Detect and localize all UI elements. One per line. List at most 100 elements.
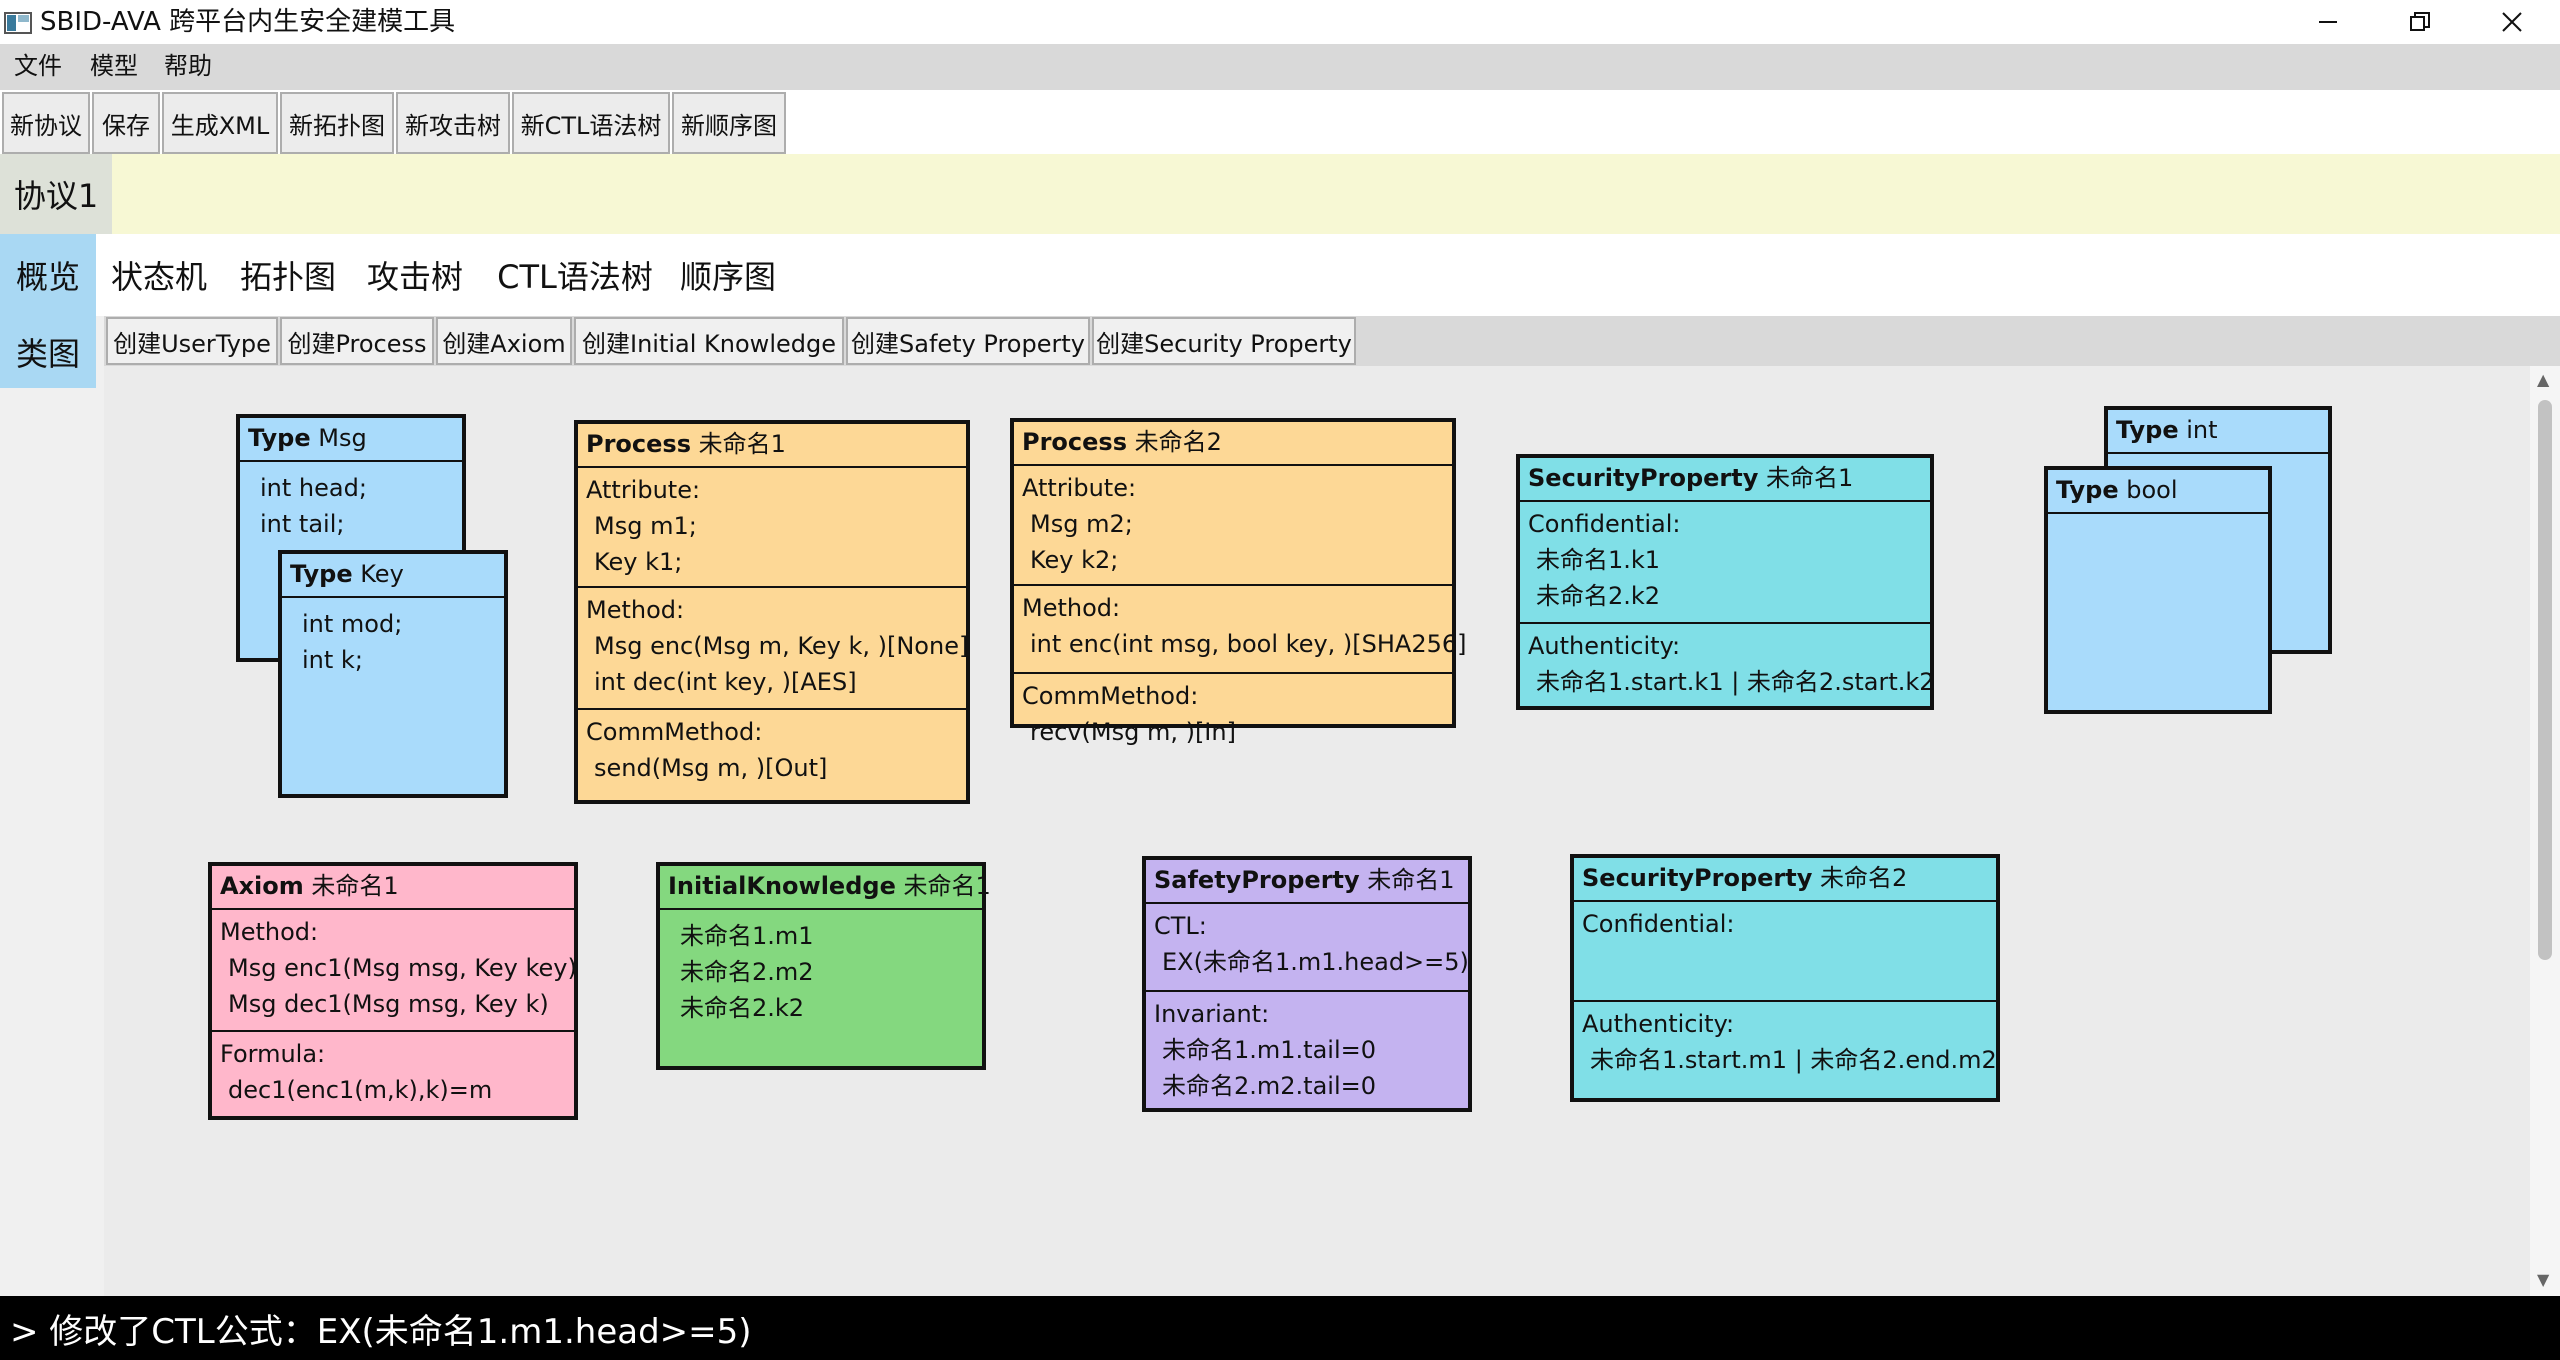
type-key-header: Type Key	[282, 554, 504, 598]
method-line: Msg dec1(Msg msg, Key k)	[228, 990, 549, 1018]
knowledge-line: 未命名1.m1	[680, 922, 814, 950]
confidential-line: 未命名2.k2	[1536, 582, 1661, 610]
view-tab-bar: 概览 状态机 拓扑图 攻击树 CTL语法树 顺序图	[0, 234, 2560, 316]
restore-button[interactable]	[2374, 0, 2466, 44]
tab-topology[interactable]: 拓扑图	[239, 258, 336, 296]
method-line: Msg enc1(Msg msg, Key key)	[228, 954, 577, 982]
new-attack-tree-button[interactable]: 新攻击树	[396, 92, 510, 154]
authenticity-label: Authenticity:	[1528, 632, 1681, 660]
class-diagram-canvas[interactable]: Type Msg int head; int tail; Type Key in…	[104, 366, 2530, 1296]
security-property-2-header: SecurityProperty 未命名2	[1574, 858, 1996, 902]
method-label: Method:	[1022, 594, 1121, 622]
tab-ctl-tree[interactable]: CTL语法树	[497, 258, 653, 296]
protocol-tab-bar: 协议1	[0, 154, 2560, 234]
authenticity-line: 未命名1.start.m1 | 未命名2.end.m2	[1590, 1046, 1997, 1074]
comm-method-line: send(Msg m, )[Out]	[594, 754, 828, 782]
authenticity-line: 未命名1.start.k1 | 未命名2.start.k2	[1536, 668, 1935, 696]
create-process-button[interactable]: 创建Process	[280, 317, 434, 365]
attribute-label: Attribute:	[586, 476, 701, 504]
confidential-line: 未命名1.k1	[1536, 546, 1661, 574]
ctl-formula-line: EX(未命名1.m1.head>=5)	[1162, 948, 1469, 976]
method-label: Method:	[220, 918, 319, 946]
initial-knowledge-1-header: InitialKnowledge 未命名1	[660, 866, 991, 910]
vertical-scrollbar[interactable]: ▲ ▼	[2530, 366, 2560, 1296]
comm-method-line: recv(Msg m, )[In]	[1030, 718, 1236, 746]
method-line: Msg enc(Msg m, Key k, )[None]	[594, 632, 969, 660]
protocol-tab-1[interactable]: 协议1	[0, 154, 112, 234]
tab-class-diagram[interactable]: 类图	[0, 316, 96, 388]
comm-method-label: CommMethod:	[586, 718, 763, 746]
menu-file[interactable]: 文件	[14, 52, 62, 80]
type-msg-header: Type Msg	[240, 418, 462, 462]
menu-model[interactable]: 模型	[90, 52, 138, 80]
initial-knowledge-1-box[interactable]: InitialKnowledge 未命名1 未命名1.m1 未命名2.m2 未命…	[656, 862, 991, 1070]
confidential-label: Confidential:	[1528, 510, 1681, 538]
attribute-line: Msg m2;	[1030, 510, 1133, 538]
title-bar: SBID-AVA 跨平台内生安全建模工具	[0, 0, 2560, 44]
generate-xml-button[interactable]: 生成XML	[162, 92, 278, 154]
close-button[interactable]	[2466, 0, 2558, 44]
knowledge-line: 未命名2.m2	[680, 958, 814, 986]
method-line: int enc(int msg, bool key, )[SHA256]	[1030, 630, 1467, 658]
method-line: int dec(int key, )[AES]	[594, 668, 857, 696]
invariant-label: Invariant:	[1154, 1000, 1270, 1028]
create-axiom-button[interactable]: 创建Axiom	[436, 317, 572, 365]
create-usertype-button[interactable]: 创建UserType	[106, 317, 278, 365]
knowledge-line: 未命名2.k2	[680, 994, 805, 1022]
scrollbar-thumb[interactable]	[2538, 400, 2552, 960]
menu-bar: 文件 模型 帮助	[0, 44, 2560, 90]
create-toolbar: 创建UserType 创建Process 创建Axiom 创建Initial K…	[104, 316, 2560, 366]
new-protocol-button[interactable]: 新协议	[2, 92, 90, 154]
attribute-line: Key k2;	[1030, 546, 1119, 574]
tab-sequence[interactable]: 顺序图	[679, 258, 776, 296]
field-line: int tail;	[260, 510, 345, 538]
tab-attack-tree[interactable]: 攻击树	[366, 258, 463, 296]
formula-label: Formula:	[220, 1040, 326, 1068]
attribute-label: Attribute:	[1022, 474, 1137, 502]
method-label: Method:	[586, 596, 685, 624]
attribute-line: Key k1;	[594, 548, 683, 576]
confidential-label: Confidential:	[1582, 910, 1735, 938]
ctl-label: CTL:	[1154, 912, 1207, 940]
invariant-line: 未命名1.m1.tail=0	[1162, 1036, 1377, 1064]
security-property-2-box[interactable]: SecurityProperty 未命名2 Confidential: Auth…	[1570, 854, 2000, 1102]
axiom-1-header: Axiom 未命名1	[212, 866, 574, 910]
process-2-box[interactable]: Process 未命名2 Attribute: Msg m2; Key k2; …	[1010, 418, 1467, 746]
create-security-property-button[interactable]: 创建Security Property	[1092, 317, 1356, 365]
create-safety-property-button[interactable]: 创建Safety Property	[846, 317, 1090, 365]
status-bar: > 修改了CTL公式：EX(未命名1.m1.head>=5)	[0, 1296, 2560, 1360]
type-int-header: Type int	[2108, 410, 2328, 454]
new-sequence-button[interactable]: 新顺序图	[672, 92, 786, 154]
new-topology-button[interactable]: 新拓扑图	[280, 92, 394, 154]
create-initial-knowledge-button[interactable]: 创建Initial Knowledge	[574, 317, 844, 365]
formula-line: dec1(enc1(m,k),k)=m	[228, 1076, 493, 1104]
security-property-1-box[interactable]: SecurityProperty 未命名1 Confidential: 未命名1…	[1516, 454, 1935, 710]
axiom-1-box[interactable]: Axiom 未命名1 Method: Msg enc1(Msg msg, Key…	[208, 862, 578, 1120]
app-icon	[4, 12, 32, 34]
tab-overview[interactable]: 概览	[0, 234, 96, 316]
safety-property-1-header: SafetyProperty 未命名1	[1146, 860, 1468, 904]
invariant-line: 未命名2.m2.tail=0	[1162, 1072, 1377, 1100]
scroll-up-icon[interactable]: ▲	[2537, 370, 2550, 389]
field-line: int head;	[260, 474, 367, 502]
type-bool-header: Type bool	[2048, 470, 2268, 514]
type-bool-box[interactable]: Type bool	[2044, 466, 2272, 714]
type-key-box[interactable]: Type Key int mod; int k;	[278, 550, 508, 798]
new-ctl-tree-button[interactable]: 新CTL语法树	[512, 92, 670, 154]
comm-method-label: CommMethod:	[1022, 682, 1199, 710]
security-property-1-header: SecurityProperty 未命名1	[1520, 458, 1930, 502]
safety-property-1-box[interactable]: SafetyProperty 未命名1 CTL: EX(未命名1.m1.head…	[1142, 856, 1472, 1112]
attribute-line: Msg m1;	[594, 512, 697, 540]
side-panel: 类图	[0, 316, 104, 1296]
process-1-box[interactable]: Process 未命名1 Attribute: Msg m1; Key k1; …	[574, 420, 970, 804]
scroll-down-icon[interactable]: ▼	[2537, 1270, 2550, 1289]
save-button[interactable]: 保存	[92, 92, 160, 154]
tab-state-machine[interactable]: 状态机	[110, 258, 207, 296]
field-line: int mod;	[302, 610, 403, 638]
field-line: int k;	[302, 646, 363, 674]
process-2-header: Process 未命名2	[1014, 422, 1452, 466]
window-title: SBID-AVA 跨平台内生安全建模工具	[40, 7, 456, 37]
minimize-button[interactable]	[2282, 0, 2374, 44]
process-1-header: Process 未命名1	[578, 424, 966, 468]
menu-help[interactable]: 帮助	[164, 52, 212, 80]
